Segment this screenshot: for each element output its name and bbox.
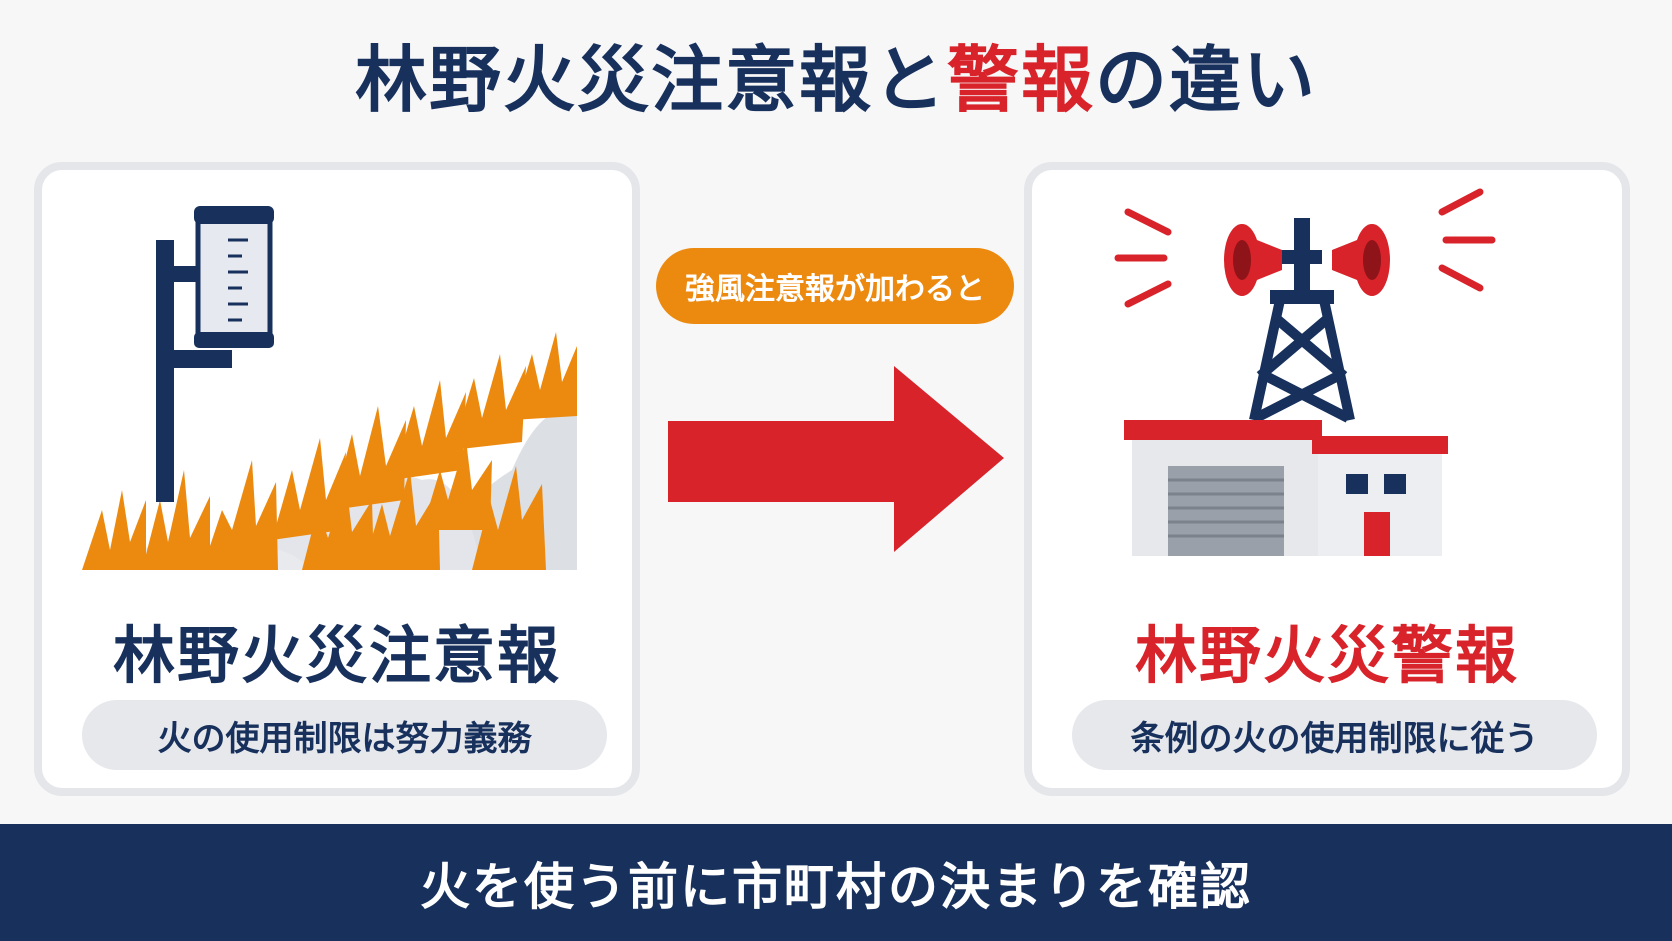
advisory-title: 林野火災注意報 xyxy=(112,619,561,692)
advisory-card: 林野火災注意報 火の使用制限は努力義務 xyxy=(34,162,640,796)
warning-title: 林野火災警報 xyxy=(1134,619,1519,692)
title-part-difference: の違い xyxy=(1095,37,1318,122)
title-part-warning: 警報 xyxy=(946,37,1095,122)
footer-banner: 火を使う前に市町村の決まりを確認 xyxy=(0,824,1672,941)
footer-text: 火を使う前に市町村の決まりを確認 xyxy=(420,857,1252,916)
warning-subtitle-pill: 条例の火の使用制限に従う xyxy=(1072,700,1597,770)
strong-wind-badge: 強風注意報が加わると xyxy=(656,248,1014,324)
siren-tower-fire-station-icon xyxy=(1114,188,1496,556)
advisory-subtitle-pill: 火の使用制限は努力義務 xyxy=(82,700,607,770)
rain-gauge-dry-grass-icon xyxy=(82,206,577,570)
title-part-advisory: 林野火災注意報と xyxy=(354,37,947,122)
warning-card: 林野火災警報 条例の火の使用制限に従う xyxy=(1024,162,1630,796)
page-title: 林野火災注意報と 警報 の違い xyxy=(0,28,1672,122)
right-arrow-icon xyxy=(668,366,1004,552)
